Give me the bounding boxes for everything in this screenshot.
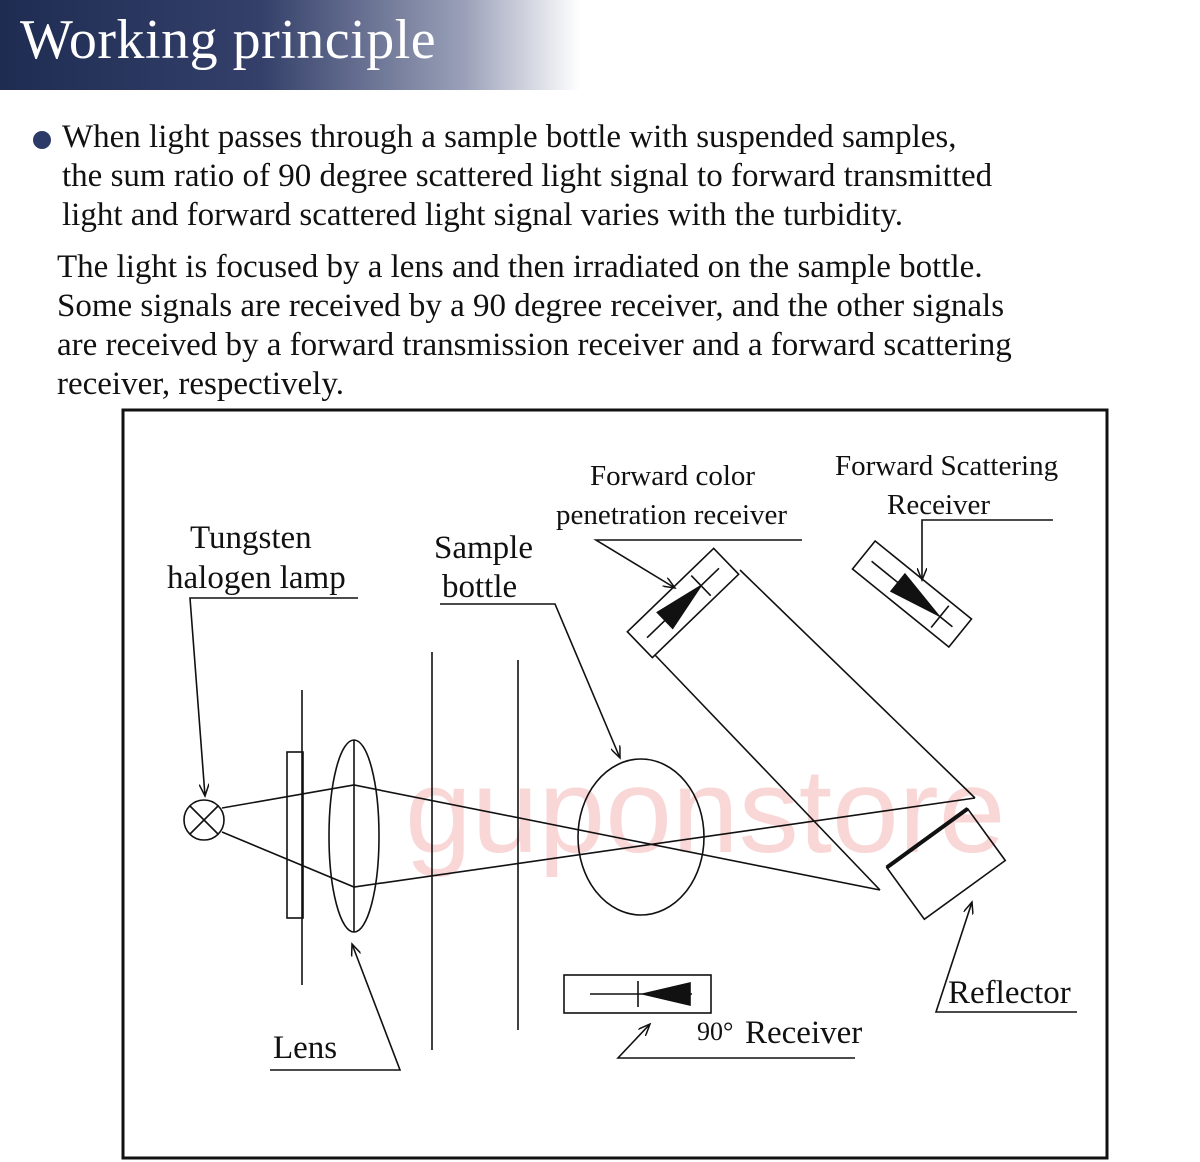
filter-plate — [286, 751, 304, 919]
detail-line: are received by a forward transmission r… — [57, 327, 1012, 363]
receiver-90 — [563, 974, 712, 1014]
fcp-leader — [593, 539, 802, 588]
lamp-label-line2: halogen lamp — [167, 560, 346, 596]
reflector-shape — [885, 807, 1007, 921]
lamp-icon — [183, 799, 225, 841]
fsr-label-line1: Forward Scattering — [835, 450, 1058, 482]
reflector-label: Reflector — [948, 975, 1071, 1011]
lens-leader — [270, 944, 402, 1071]
page-title: Working principle — [20, 9, 437, 71]
detail-line: receiver, respectively. — [57, 366, 344, 402]
reflect-beam-2 — [739, 569, 976, 799]
detail-line: The light is focused by a lens and then … — [57, 249, 983, 285]
title-banner: Working principle — [0, 0, 580, 90]
fcp-label-line1: Forward color — [590, 460, 755, 492]
reflector-leader — [934, 902, 1077, 1013]
intro-line: light and forward scattered light signal… — [62, 197, 903, 233]
receiver90-label: Receiver — [745, 1015, 862, 1051]
lamp-leader — [189, 597, 358, 796]
fsr-label-line2: Receiver — [887, 489, 990, 521]
intro-line: the sum ratio of 90 degree scattered lig… — [62, 158, 993, 194]
sample-label-line2: bottle — [442, 569, 517, 605]
watermark-text: guponstore — [405, 744, 1005, 878]
lamp-label-line1: Tungsten — [190, 520, 312, 556]
intro-line: When light passes through a sample bottl… — [62, 119, 957, 155]
forward-color-receiver — [626, 547, 740, 659]
fcp-label-line2: penetration receiver — [556, 499, 787, 531]
receiver90-leader — [616, 1024, 855, 1059]
diagram-frame — [121, 408, 1109, 1160]
detail-paragraph: The light is focused by a lens and then … — [57, 248, 1012, 404]
intro-paragraph: When light passes through a sample bottl… — [62, 118, 992, 235]
beam-upper — [221, 784, 881, 891]
forward-scattering-receiver — [851, 539, 973, 649]
lens-label: Lens — [273, 1030, 337, 1066]
reflect-beam-1 — [654, 654, 881, 891]
bullet-icon — [33, 131, 51, 149]
sample-label-line1: Sample — [434, 530, 533, 566]
fsr-leader — [922, 519, 1053, 580]
sample-leader — [440, 603, 620, 758]
receiver90-degree: 90° — [697, 1017, 733, 1046]
detail-line: Some signals are received by a 90 degree… — [57, 288, 1005, 324]
beam-lower — [221, 797, 976, 888]
